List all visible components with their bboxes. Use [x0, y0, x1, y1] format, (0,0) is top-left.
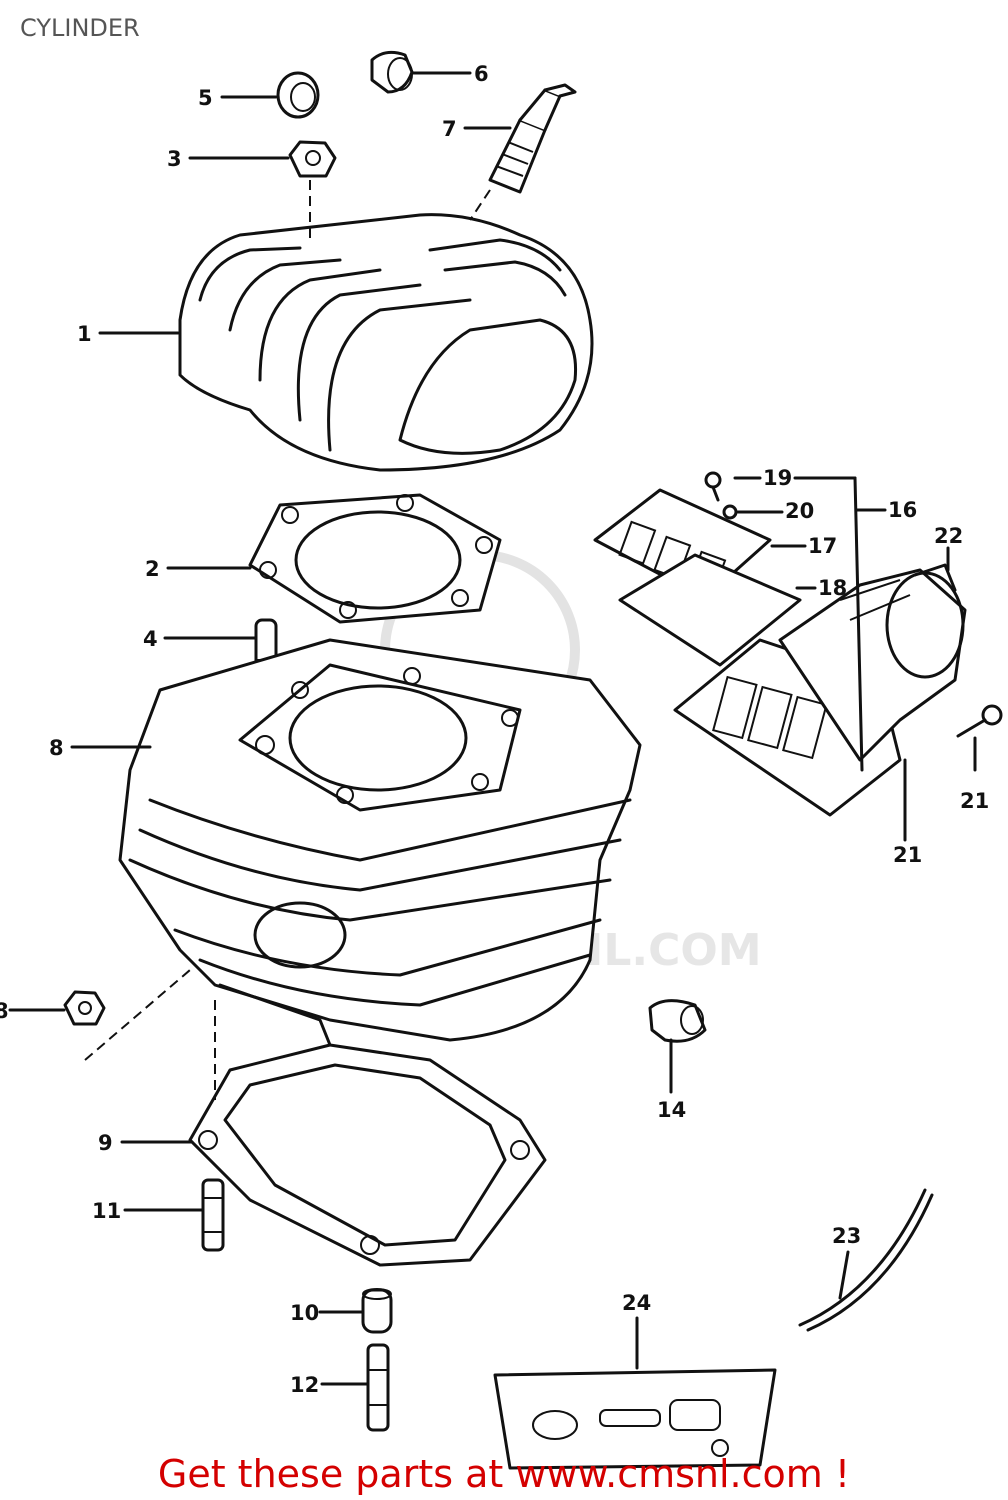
part-1-cylinder-head [178, 213, 594, 472]
part-17-gasket [618, 553, 802, 667]
part-18-screw [704, 471, 722, 502]
callout-5: 5 [198, 86, 213, 110]
part-24-gasket-set [493, 1368, 777, 1470]
callout-6: 6 [474, 62, 489, 86]
part-22-clamp [913, 563, 957, 592]
leader-lines [8, 71, 977, 1386]
callout-8: 8 [49, 736, 64, 760]
callout-16: 17 [808, 534, 837, 558]
callout-17: 18 [818, 576, 847, 600]
callout-11: 11 [92, 1199, 121, 1223]
callout-4: 4 [143, 627, 158, 651]
part-7-spark-plug [488, 83, 577, 194]
part-23-hose [798, 1188, 934, 1332]
callout-2: 2 [145, 557, 160, 581]
callout-23: 23 [832, 1224, 861, 1248]
callout-18: 19 [763, 466, 792, 490]
callout-14: 14 [657, 1098, 686, 1122]
part-5-cap [276, 71, 320, 119]
callout-3: 3 [167, 147, 182, 171]
callout-15: 16 [888, 498, 917, 522]
part-19-screw [722, 504, 738, 520]
part-9-base-gasket [188, 1043, 547, 1267]
part-8-cylinder [118, 638, 642, 1047]
footer-promo-text: Get these parts at www.cmsnl.com ! [157, 1452, 851, 1496]
part-21-intake-pipe [778, 568, 967, 762]
callout-22: 22 [934, 524, 963, 548]
callout-7: 7 [442, 117, 457, 141]
callout-12: 12 [290, 1373, 319, 1397]
part-10-dowel-pin [361, 1288, 393, 1334]
part-12-stud-bolt [366, 1343, 390, 1432]
part-2-head-gasket [248, 493, 502, 624]
callout-8-nut: 8 [0, 999, 9, 1023]
callout-20: 21 [960, 789, 989, 813]
part-6-cap [370, 50, 414, 94]
callout-1: 1 [77, 322, 92, 346]
callout-24: 24 [622, 1291, 651, 1315]
callout-10: 10 [290, 1301, 319, 1325]
callout-19: 20 [785, 499, 814, 523]
part-14-cap [648, 999, 707, 1043]
callout-9: 9 [98, 1131, 113, 1155]
part-11-stud-bolt [201, 1178, 225, 1252]
part-3-nut [288, 140, 337, 178]
part-20-bolt [956, 704, 1003, 738]
callout-labels: 5 6 7 3 1 2 4 8 8 9 11 10 12 14 24 23 19… [0, 62, 989, 1397]
page-title: CYLINDER [20, 14, 140, 42]
callout-21: 21 [893, 843, 922, 867]
part-8-nut [63, 990, 106, 1026]
